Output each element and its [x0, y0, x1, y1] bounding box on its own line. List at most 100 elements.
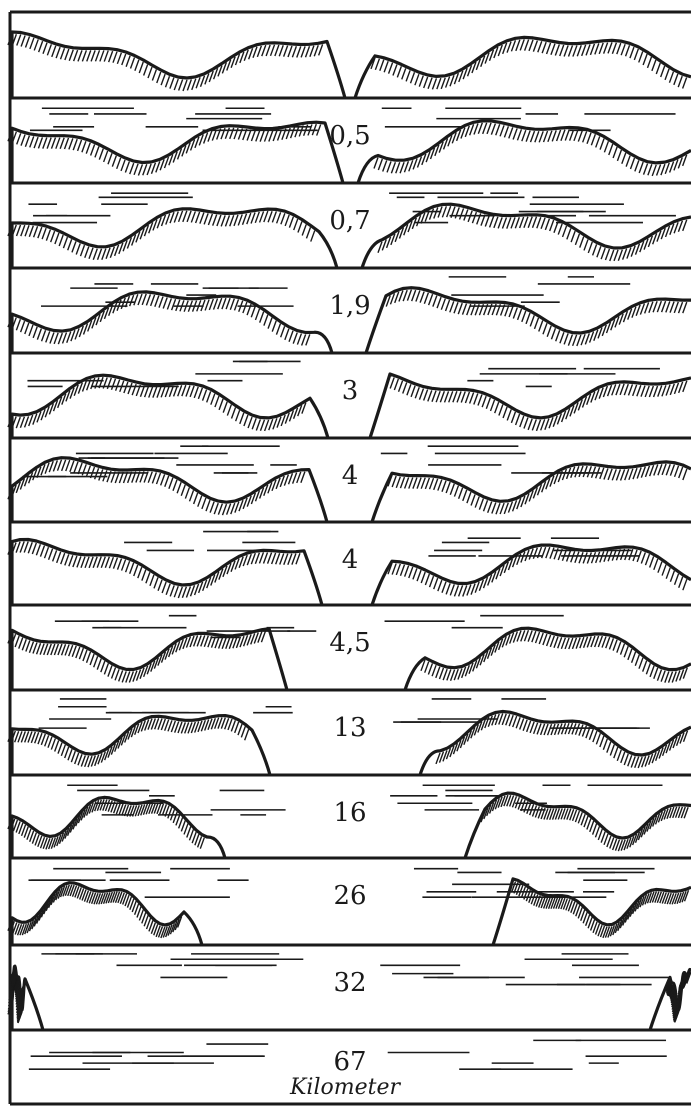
left-hatch-mark	[284, 475, 288, 486]
left-hatch-mark	[239, 557, 243, 568]
left-hatch-mark	[144, 666, 148, 677]
left-hatch-mark	[198, 496, 202, 507]
left-hatch-mark	[222, 298, 226, 309]
right-hatch-mark	[558, 637, 562, 648]
left-hatch-mark	[101, 557, 105, 568]
left-hatch-mark	[41, 734, 45, 745]
right-hatch-mark	[644, 164, 648, 175]
left-hatch-mark	[285, 329, 289, 340]
right-hatch-mark	[551, 328, 555, 339]
left-hatch-mark	[152, 70, 156, 81]
left-hatch-mark	[181, 820, 185, 831]
right-hatch-mark	[453, 391, 457, 402]
right-hatch-mark	[641, 386, 645, 397]
left-hatch-mark	[225, 128, 229, 139]
left-hatch-mark	[82, 50, 86, 61]
left-hatch-mark	[266, 45, 270, 56]
right-hatch-mark	[571, 551, 575, 562]
left-hatch-mark	[292, 554, 296, 565]
right-hatch-mark	[409, 567, 413, 578]
left-hatch-mark	[185, 488, 189, 499]
right-hatch-mark	[494, 217, 498, 228]
left-hatch-mark	[293, 473, 297, 484]
right-hatch-mark	[465, 126, 469, 137]
left-hatch-mark	[170, 78, 174, 89]
left-hatch-mark	[107, 378, 111, 389]
right-hatch-mark	[543, 323, 547, 334]
right-hatch-mark	[650, 556, 654, 567]
left-hatch-mark	[210, 502, 214, 513]
distance-label: 16	[333, 798, 366, 828]
right-hatch-mark	[474, 393, 478, 404]
left-hatch-mark	[62, 644, 66, 655]
left-hatch-mark	[268, 211, 272, 222]
right-hatch-mark	[425, 478, 429, 489]
right-hatch-mark	[587, 466, 591, 477]
right-hatch-mark	[449, 391, 453, 402]
right-hatch-mark	[478, 395, 482, 406]
right-hatch-mark	[411, 72, 415, 83]
right-hatch-mark	[517, 129, 521, 140]
left-hatch-mark	[101, 661, 105, 672]
right-hatch-mark	[665, 672, 669, 683]
panel-6: 4	[8, 438, 691, 522]
right-hatch-mark	[626, 45, 630, 56]
right-hatch-mark	[572, 638, 576, 649]
right-hatch-mark	[513, 500, 517, 511]
left-hatch-mark	[56, 138, 60, 149]
right-hatch-mark	[374, 158, 378, 169]
right-hatch-mark	[628, 649, 632, 660]
left-hatch-mark	[29, 642, 33, 653]
right-hatch-mark	[587, 133, 591, 144]
right-hatch-mark	[573, 335, 577, 346]
left-hatch-mark	[86, 466, 90, 477]
left-hatch-mark	[314, 45, 318, 56]
left-hatch-mark	[302, 335, 306, 346]
left-hatch-mark	[161, 474, 165, 485]
right-hatch-mark	[454, 73, 458, 84]
right-hatch-mark	[547, 635, 551, 646]
left-hatch-mark	[194, 387, 198, 398]
right-hatch-mark	[495, 402, 499, 413]
left-hatch-mark	[130, 163, 134, 174]
left-hatch-mark	[276, 478, 280, 489]
right-hatch-mark	[625, 469, 629, 480]
left-hatch-mark	[104, 51, 108, 62]
right-hatch-mark	[652, 60, 656, 71]
left-hatch-mark	[51, 739, 55, 750]
right-hatch-mark	[545, 419, 549, 430]
right-hatch-mark	[504, 126, 508, 137]
right-hatch-mark	[537, 723, 541, 734]
right-hatch-mark	[575, 552, 579, 563]
left-hatch-mark	[150, 575, 154, 586]
right-hatch-mark	[583, 552, 587, 563]
left-hatch-mark	[292, 46, 296, 57]
right-hatch-mark	[485, 215, 489, 226]
right-hatch-mark	[515, 217, 519, 228]
right-hatch-mark	[507, 218, 511, 229]
left-hatch-mark	[104, 151, 108, 162]
right-hatch-mark	[425, 662, 429, 673]
left-hatch-mark	[62, 460, 66, 471]
left-hatch-mark	[73, 139, 77, 150]
left-hatch-mark	[45, 547, 49, 558]
right-hatch-mark	[586, 44, 590, 55]
left-hatch-mark	[251, 212, 255, 223]
right-hatch-mark	[628, 755, 632, 766]
right-hatch-mark	[635, 160, 639, 171]
left-hatch-mark	[33, 643, 37, 654]
left-hatch-mark	[238, 724, 242, 735]
right-hatch-mark	[415, 74, 419, 85]
right-hatch-mark	[632, 652, 636, 663]
right-hatch-mark	[513, 307, 517, 318]
right-hatch-mark	[479, 580, 483, 591]
right-hatch-mark	[538, 41, 542, 52]
left-hatch-mark	[182, 385, 186, 396]
right-hatch-mark	[404, 161, 408, 172]
left-hatch-mark	[124, 382, 128, 393]
right-hatch-mark	[662, 385, 666, 396]
left-hatch-mark	[166, 584, 170, 595]
left-hatch-mark	[59, 235, 63, 246]
right-hatch-mark	[636, 244, 640, 255]
left-hatch-mark	[302, 224, 306, 235]
